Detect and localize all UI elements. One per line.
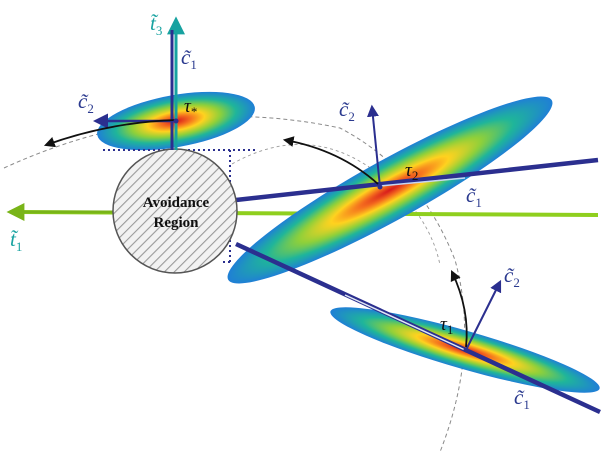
low-point [463,347,469,353]
low-c1-label: c̃1 [514,385,530,412]
top-c1-label: c̃1 [181,45,197,72]
lower-trajectory-highlight [344,294,466,351]
region-label-line2: Region [154,215,200,231]
mid-c2-arrow [366,104,381,188]
region-label-line1: Avoidance [143,195,210,211]
middle-covariance-ellipse [227,96,553,284]
t1-label: t̃1 [10,227,22,254]
upper-trajectory-highlight [379,177,466,187]
rotation-arrow-lower [450,270,468,348]
avoidance-region: Avoidance Region [112,148,238,274]
mid-point [377,184,383,190]
mid-c2-label: c̃2 [339,97,355,124]
mid-tau-label: τ2 [405,160,418,183]
upper-trajectory [235,157,599,203]
top-tau-label: τ* [184,96,197,119]
rotation-arrow-top [43,119,177,148]
rotation-arrows [43,119,468,348]
top-point [173,118,179,124]
trajectory-lines [235,157,601,415]
t3-label: t̃3 [150,11,162,38]
rotation-arrow-middle [282,136,379,185]
low-tau-label: τ1 [440,314,453,337]
low-c2-arrow [465,279,502,351]
low-c2-label: c̃2 [504,263,520,290]
mid-c1-label: c̃1 [466,183,482,210]
top-c2-label: c̃2 [78,89,94,116]
